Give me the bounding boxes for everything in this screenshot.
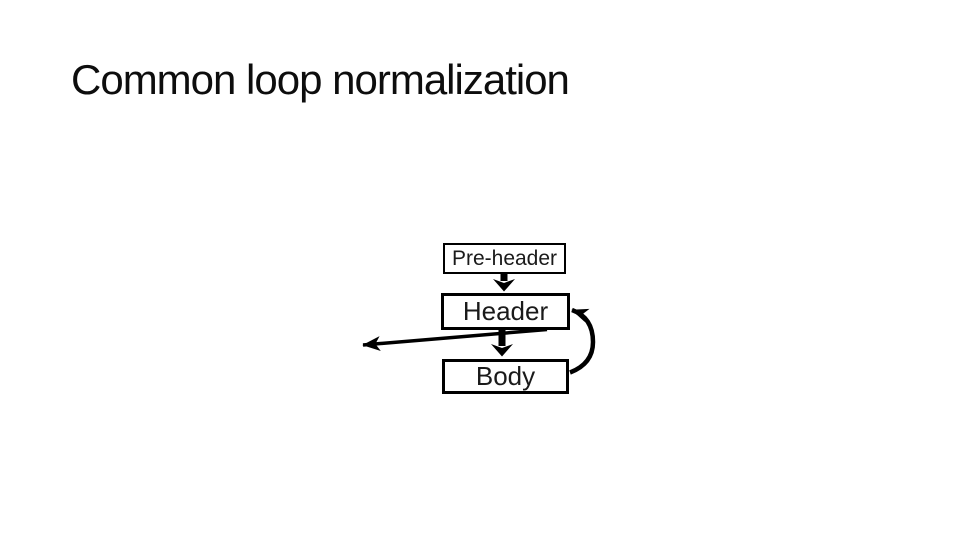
node-header: Header xyxy=(441,293,570,330)
edge-body-to-header-backedge xyxy=(569,307,596,375)
node-body-label: Body xyxy=(475,361,536,391)
edge-preheader-to-header xyxy=(493,272,515,292)
node-pre-header-label: Pre-header xyxy=(451,246,558,270)
node-body: Body xyxy=(442,359,569,394)
slide-title: Common loop normalization xyxy=(71,56,570,103)
node-pre-header: Pre-header xyxy=(443,243,566,274)
node-header-label: Header xyxy=(462,296,549,326)
edge-header-exit-arrow xyxy=(362,327,548,352)
edge-header-to-body xyxy=(491,330,513,357)
